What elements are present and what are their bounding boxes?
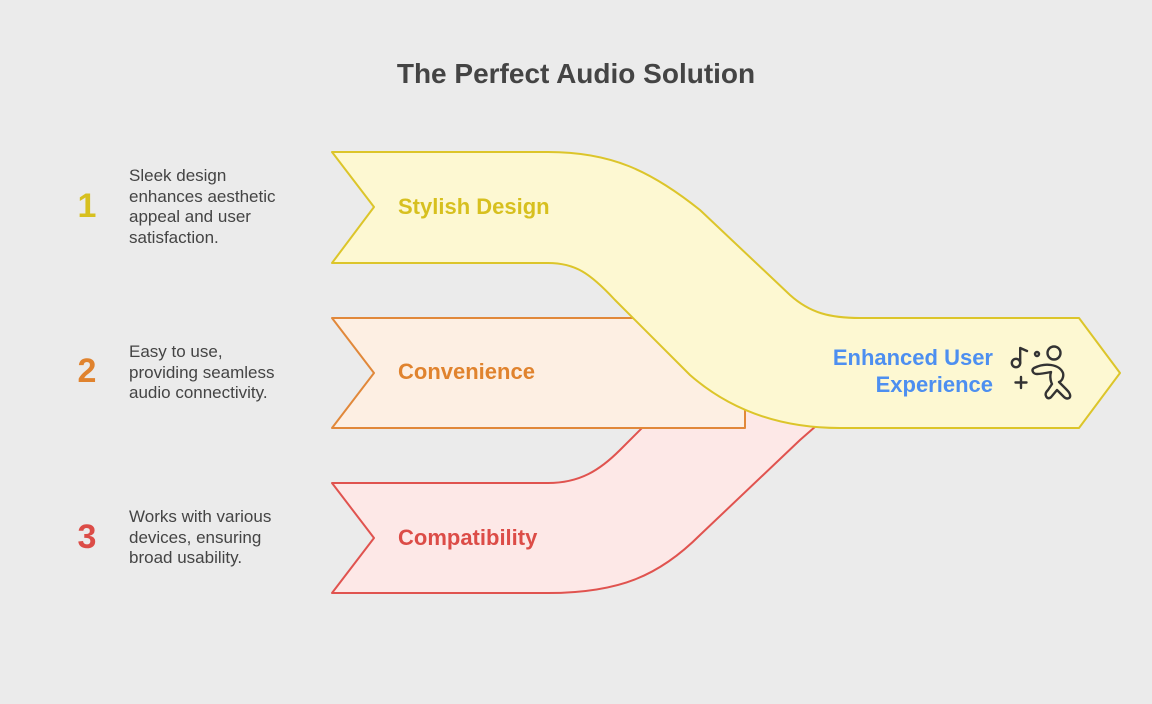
convenience-label: Convenience [398, 359, 535, 384]
enhanced-user-experience-label: Enhanced User Experience [780, 344, 993, 398]
step-number-2: 2 [77, 352, 97, 390]
stylish-design-arrow [331, 151, 1121, 429]
step-number-3: 3 [77, 518, 97, 556]
description-line: broad usability. [129, 548, 243, 567]
step-description-3: Works with various devices, ensuring bro… [129, 507, 319, 569]
description-line: Works with various [129, 507, 272, 526]
description-line: appeal and user [129, 207, 251, 226]
stylish-design-label: Stylish Design [398, 194, 550, 219]
description-line: devices, ensuring [129, 527, 262, 547]
music-note-stem [1019, 346, 1029, 365]
music-note-icon [1010, 357, 1022, 369]
step-description-2: Easy to use, providing seamless audio co… [129, 342, 319, 404]
compatibility-label: Compatibility [398, 525, 538, 550]
description-line: satisfaction. [129, 227, 219, 247]
person-head-icon [1046, 345, 1062, 361]
music-dance-icon [1010, 345, 1072, 400]
dot-icon [1033, 350, 1041, 358]
step-number-1: 1 [77, 187, 97, 225]
step-description-1: Sleek design enhances aesthetic appeal a… [129, 166, 319, 248]
description-line: Sleek design [129, 166, 227, 185]
description-line: audio connectivity. [129, 383, 268, 402]
result-line: Experience [875, 372, 993, 397]
person-body-icon [1031, 363, 1072, 400]
result-line: Enhanced User [832, 345, 993, 370]
description-line: Easy to use, [129, 342, 223, 361]
description-line: enhances aesthetic [129, 186, 276, 206]
plus-icon [1014, 375, 1028, 390]
page-title: The Perfect Audio Solution [396, 58, 756, 89]
description-line: providing seamless [129, 362, 275, 382]
